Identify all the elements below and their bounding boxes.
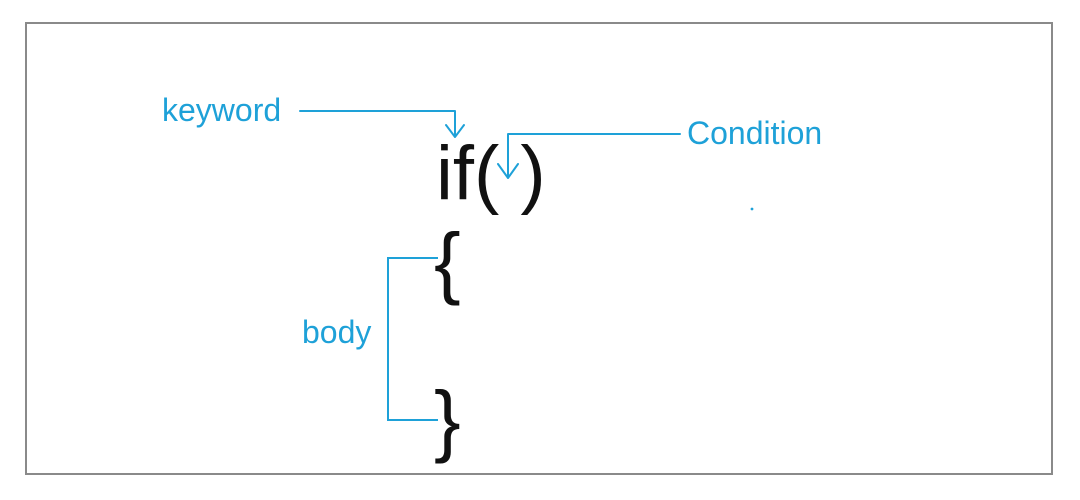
keyword-label: keyword xyxy=(162,92,282,128)
condition-label: Condition xyxy=(687,115,823,151)
close-brace: } xyxy=(434,375,461,464)
open-brace: { xyxy=(434,217,461,306)
if-statement: if( ) xyxy=(436,131,546,216)
body-label: body xyxy=(302,314,372,350)
diagram-frame xyxy=(25,22,1053,475)
